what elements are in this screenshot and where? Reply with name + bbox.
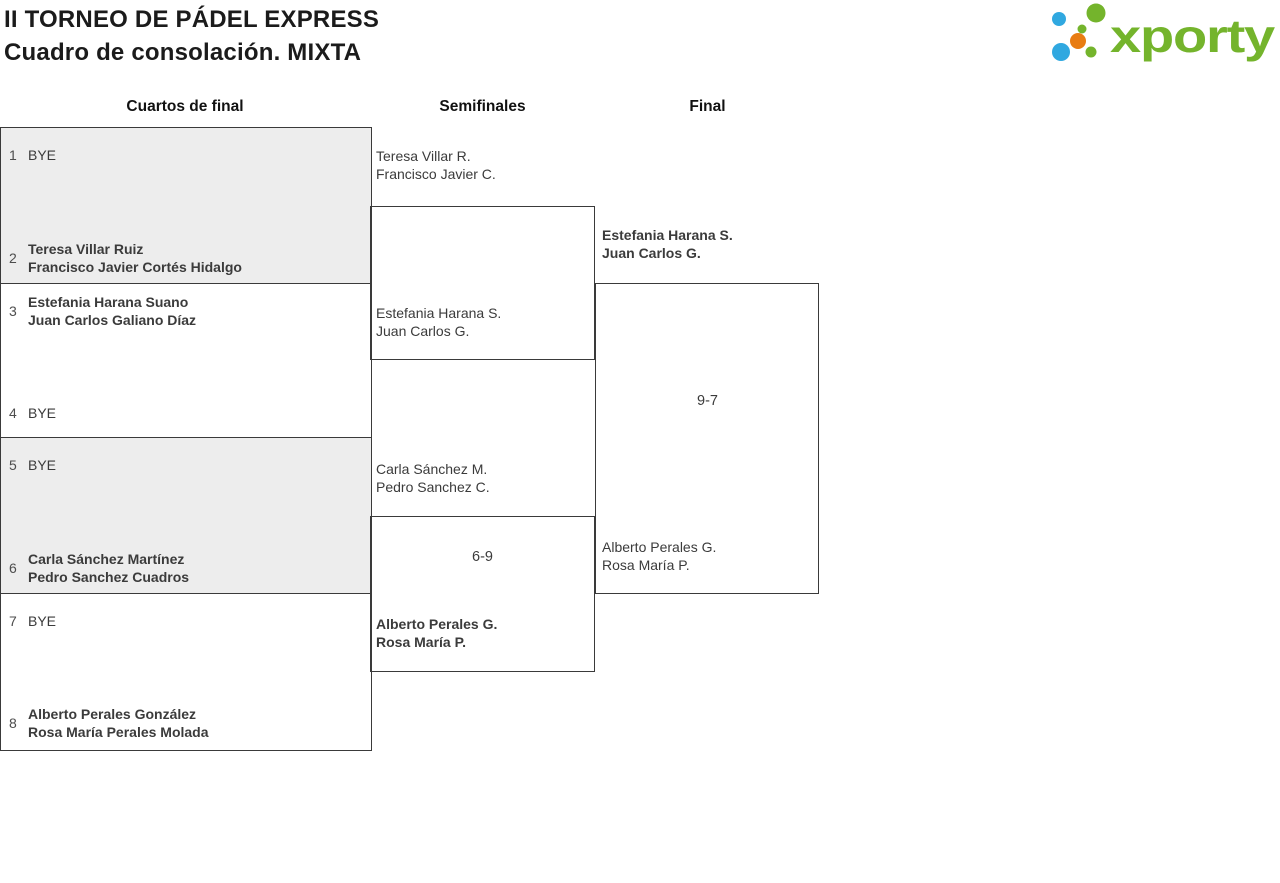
round-header-quarterfinals: Cuartos de final [126,98,244,115]
seed-number: 3 [9,302,17,319]
xporty-logo[interactable]: xporty [1048,2,1276,68]
round-quarterfinals-column: 1 BYE 2 Teresa Villar Ruiz Francisco Jav… [0,127,372,751]
team-names-winner: Alberto Perales González Rosa María Pera… [28,705,209,740]
qf1-team-top: 1 BYE [9,137,365,173]
xporty-wordmark: xporty [1110,10,1276,62]
match-qf3[interactable]: 5 BYE 6 Carla Sánchez Martínez Pedro San… [1,437,371,594]
logo-dot-blue-small [1052,12,1066,26]
qf2-team-bottom: 4 BYE [9,395,365,431]
qf3-team-bottom: 6 Carla Sánchez Martínez Pedro Sanchez C… [9,550,365,586]
seed-number: 1 [9,147,17,163]
page-title: II TORNEO DE PÁDEL EXPRESS [4,6,380,33]
round-header-final: Final [689,98,726,115]
seed-number: 4 [9,404,17,421]
logo-dot-blue-large [1052,43,1070,61]
page-subtitle: Cuadro de consolación. MIXTA [4,39,362,66]
qf4-team-top: 7 BYE [9,603,365,639]
seed-number: 8 [9,714,17,731]
logo-dot-green-large [1086,3,1106,23]
match-qf1[interactable]: 1 BYE 2 Teresa Villar Ruiz Francisco Jav… [1,128,371,284]
xporty-logo-dots [1052,3,1106,61]
final-team-top-winner: Estefania Harana S. Juan Carlos G. [602,227,733,261]
match-final[interactable] [595,283,819,594]
seed-number: 6 [9,560,17,576]
seed-number: 7 [9,612,17,629]
match-qf4[interactable]: 7 BYE 8 Alberto Perales González Rosa Ma… [1,592,371,749]
qf3-team-top: 5 BYE [9,447,365,483]
seed-number: 5 [9,457,17,473]
match-sf2[interactable] [370,516,595,672]
seed-number: 2 [9,250,17,266]
page-title-block: II TORNEO DE PÁDEL EXPRESS Cuadro de con… [4,3,379,69]
round-header-semifinals: Semifinales [439,98,526,115]
team-names-winner: Teresa Villar Ruiz Francisco Javier Cort… [28,241,242,275]
sf1-team-top: Teresa Villar R. Francisco Javier C. [376,148,496,182]
qf2-team-top: 3 Estefania Harana Suano Juan Carlos Gal… [9,293,365,329]
sf2-score: 6-9 [472,549,493,565]
sf2-team-top: Carla Sánchez M. Pedro Sanchez C. [376,461,490,495]
team-names-winner: Estefania Harana Suano Juan Carlos Galia… [28,293,197,328]
team-names: BYE [28,404,57,421]
final-team-bottom: Alberto Perales G. Rosa María P. [602,539,717,573]
logo-dot-green-small [1085,46,1097,58]
logo-dot-green-tiny [1077,24,1087,34]
team-names: BYE [28,612,57,629]
team-names-winner: Carla Sánchez Martínez Pedro Sanchez Cua… [28,551,190,585]
logo-dot-orange [1070,33,1086,49]
match-sf1[interactable] [370,206,595,360]
sf2-team-bottom-winner: Alberto Perales G. Rosa María P. [376,616,498,650]
match-qf2[interactable]: 3 Estefania Harana Suano Juan Carlos Gal… [1,282,371,439]
final-score: 9-7 [697,393,718,409]
team-names: BYE [28,457,57,473]
sf1-team-bottom: Estefania Harana S. Juan Carlos G. [376,305,502,339]
qf1-team-bottom: 2 Teresa Villar Ruiz Francisco Javier Co… [9,240,365,276]
team-names: BYE [28,147,57,163]
qf4-team-bottom: 8 Alberto Perales González Rosa María Pe… [9,705,365,741]
